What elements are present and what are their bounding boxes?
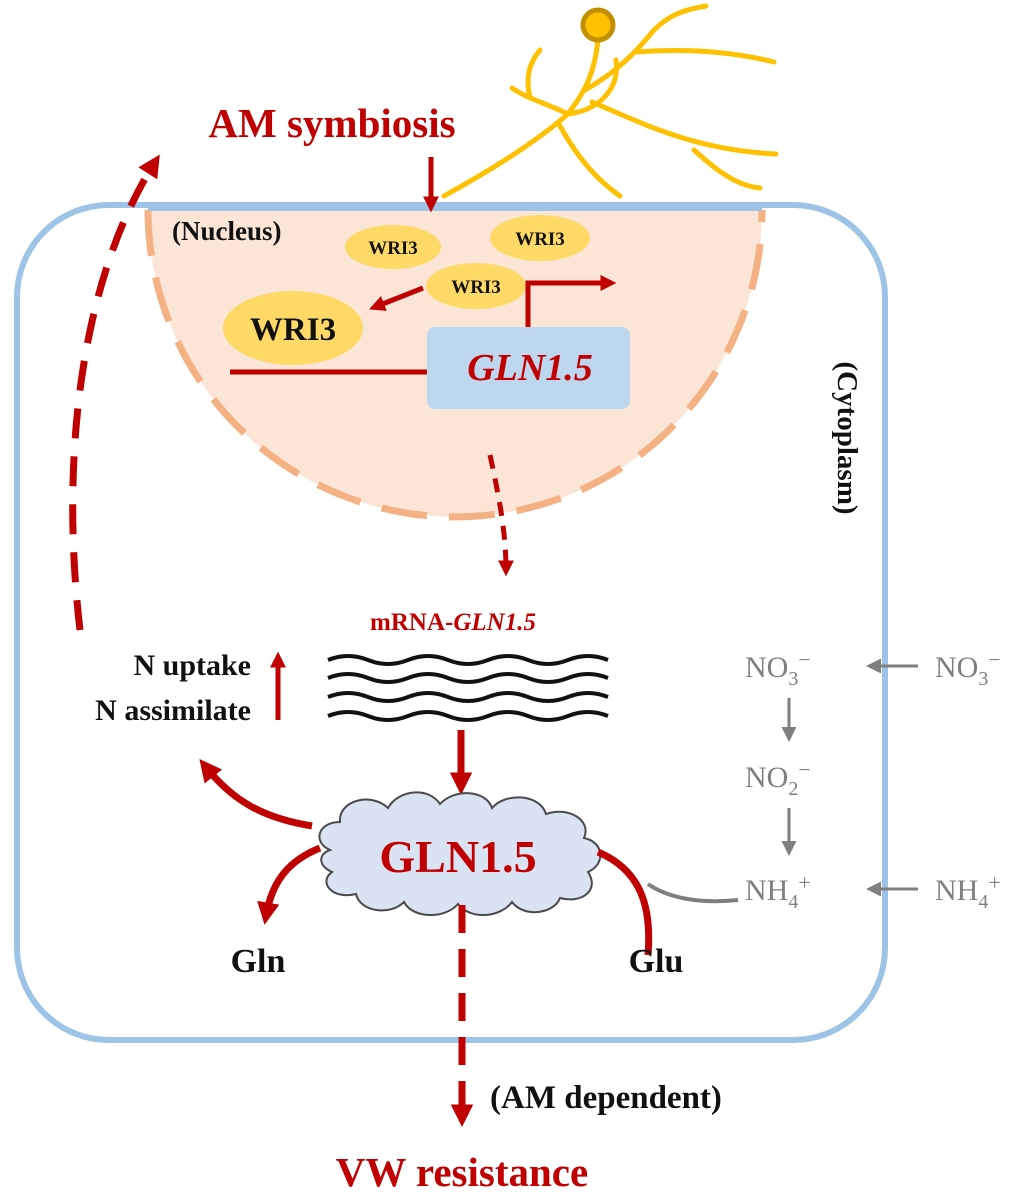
nh4-inside-label: NH4+ xyxy=(745,870,811,913)
mrna-strands-icon xyxy=(327,654,609,722)
cytoplasm-label: (Cytoplasm) xyxy=(831,361,863,514)
gene-box xyxy=(427,327,630,409)
vw-resistance-label: VW resistance xyxy=(336,1149,588,1195)
nh4-outside-label: NH4+ xyxy=(935,870,1001,913)
mrna-label: mRNA-GLN1.5 xyxy=(370,609,536,636)
wri3-binding-arrow xyxy=(369,285,424,311)
glu-label: Glu xyxy=(629,943,684,980)
am-symbiosis-label: AM symbiosis xyxy=(208,100,455,146)
am-dependent-label: (AM dependent) xyxy=(490,1080,722,1116)
nh4-to-glu-line xyxy=(646,882,739,904)
wri3-protein-large xyxy=(223,291,363,365)
wri3-protein-small-a xyxy=(345,225,441,269)
wri3-protein-small-b xyxy=(490,215,590,261)
protein-to-gln-arrow xyxy=(257,844,322,925)
transcription-dashed-arrow xyxy=(487,454,514,577)
wri3-label-small-a: WRI3 xyxy=(368,238,418,259)
n-assimilate-label: N assimilate xyxy=(95,694,251,727)
protein-label: GLN1.5 xyxy=(379,831,536,882)
protein-to-n-uptake-arrow xyxy=(199,758,313,830)
no3-inside-label: NO3− xyxy=(745,647,811,690)
am-fungus-hypha-icon xyxy=(441,3,779,199)
n-uptake-label: N uptake xyxy=(133,649,251,682)
gln15-protein-cloud xyxy=(318,791,602,917)
am-spore-icon xyxy=(580,7,616,43)
gene-label: GLN1.5 xyxy=(467,347,593,389)
feedback-dashed-arrow xyxy=(69,154,160,631)
wri3-label-small-b: WRI3 xyxy=(515,229,565,250)
gln-label: Gln xyxy=(231,943,286,980)
no2-label: NO2− xyxy=(745,757,811,800)
no3-outside-label: NO3− xyxy=(935,647,1001,690)
wri3-label-small-c: WRI3 xyxy=(451,277,501,298)
transcription-start-arrow xyxy=(525,274,617,327)
nitrogen-pathway: NO3− NO3− NO2− NH4+ NH4+ xyxy=(745,647,1001,913)
wri3-protein-small-c xyxy=(426,263,526,309)
nucleus-label: (Nucleus) xyxy=(172,216,282,246)
wri3-label-large: WRI3 xyxy=(250,312,336,348)
glu-input-curve xyxy=(596,848,653,956)
